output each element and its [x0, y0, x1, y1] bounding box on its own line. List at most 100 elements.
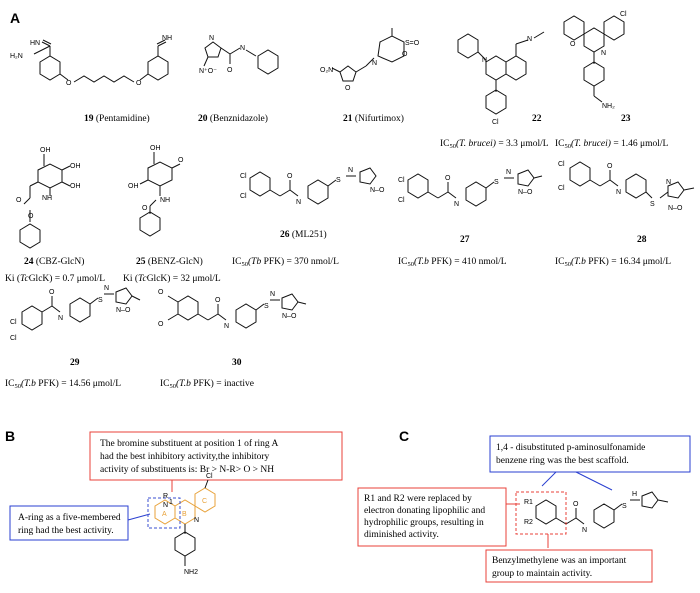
atom-nh-22: N — [527, 36, 532, 43]
panel-c-left-line-1: R1 and R2 were replaced by — [364, 494, 472, 504]
panel-c-top-line-2: benzene ring was the best scaffold. — [496, 455, 629, 466]
ic-sub-30: 50 — [170, 383, 177, 390]
ic-28: IC50(T.b PFK) = 16.34 μmol/L — [555, 256, 671, 268]
ki-val-24: GlcK) = 0.7 μmol/L — [29, 273, 106, 284]
num-28: 28 — [637, 235, 647, 245]
panel-label-a: A — [10, 10, 20, 26]
panel-b-left-box — [9, 505, 129, 541]
ic-sub-22: 50 — [450, 143, 457, 150]
atom-cl-27a: Cl — [398, 177, 405, 184]
atom-o-27: O — [445, 175, 451, 182]
name-21: (Nifurtimox) — [355, 113, 404, 124]
name-25: (BENZ-GlcN) — [148, 256, 203, 267]
ring-c-label: C — [202, 498, 207, 505]
structure-23 — [563, 15, 625, 103]
atom-cl-b: Cl — [206, 473, 213, 480]
ring-b-label: B — [182, 511, 187, 518]
ic-org-30: (T.b — [176, 378, 191, 389]
panel-b-top-line-2: had the best inhibitory activity,the inh… — [100, 452, 270, 462]
atom-oh-25b: OH — [128, 183, 139, 190]
atom-s-29: S — [98, 297, 103, 304]
panel-b-arrow-left — [127, 513, 151, 521]
atom-cl-28a: Cl — [558, 161, 565, 168]
ki-pre-24: Ki ( — [5, 273, 20, 284]
ic-29: IC50(T.b PFK) = 14.56 μmol/L — [5, 378, 121, 390]
label-24: 24 (CBZ-GlcN) — [24, 256, 84, 267]
panel-b-top-line-3: activity of substituents is: Br > N-R> O… — [100, 464, 274, 475]
panel-c-left-box — [357, 487, 507, 547]
atom-cl-22: Cl — [492, 119, 499, 126]
structure-27 — [407, 169, 543, 207]
ring-a-label: A — [162, 511, 167, 518]
panel-label-b: B — [5, 428, 15, 444]
atom-n-c: N — [582, 527, 587, 534]
structure-30 — [167, 293, 307, 329]
name-20: (Benznidazole) — [210, 113, 268, 124]
atom-npyr-b: N — [194, 517, 199, 524]
atom-o2-21: O — [402, 51, 408, 58]
atom-nh-20: N — [240, 45, 245, 52]
ic-val-22: = 3.3 μmol/L — [498, 139, 548, 149]
atom-n-27: N — [454, 201, 459, 208]
atom-s-26: S — [336, 177, 341, 184]
structure-20 — [203, 41, 279, 75]
atom-o2n-21: O₂N — [320, 67, 333, 74]
panel-c-arrow-top-1 — [541, 471, 557, 487]
panel-c-left-line-4: diminished activity. — [364, 530, 439, 540]
atom-oh-25a: OH — [150, 145, 161, 152]
atom-n-28: N — [616, 189, 621, 196]
structure-21 — [331, 28, 405, 82]
atom-cl-26a: Cl — [240, 173, 247, 180]
atom-n1-b: N — [163, 502, 168, 509]
ic-sub-26: 50 — [242, 261, 249, 268]
atom-n-29: N — [58, 315, 63, 322]
atom-no2-20: N⁺O⁻ — [199, 68, 217, 75]
panel-c-bottom-line-1: Benzylmethylene was an important — [492, 556, 627, 566]
atom-s-30: S — [264, 303, 269, 310]
atom-nh-28: N — [666, 179, 671, 186]
label-21: 21 (Nifurtimox) — [343, 113, 404, 124]
num-23: 23 — [621, 114, 631, 124]
atom-o-25: O — [178, 157, 184, 164]
atom-o-20: O — [227, 67, 233, 74]
ic-org-22: (T. brucei) — [456, 138, 496, 149]
ic-val-28: PFK) = 16.34 μmol/L — [588, 256, 671, 267]
ic-sub-28: 50 — [565, 261, 572, 268]
atom-o-21: O — [345, 85, 351, 92]
atom-nh-25: NH — [160, 197, 170, 204]
label-20: 20 (Benznidazole) — [198, 113, 268, 124]
num-25: 25 — [136, 257, 146, 267]
ic-pre-27: IC — [398, 257, 408, 267]
ic-org-26: (Tb — [248, 256, 261, 267]
panel-c-left-line-3: hydrophilic groups, resulting in — [364, 518, 484, 528]
panel-label-c: C — [399, 428, 409, 444]
atom-co-30b: O — [158, 321, 164, 328]
num-20: 20 — [198, 114, 208, 124]
atom-oh-24a: OH — [40, 147, 51, 154]
ic-23: IC50(T. brucei) = 1.46 μmol/L — [555, 138, 669, 150]
atom-n-26: N — [296, 199, 301, 206]
ic-pre-29: IC — [5, 379, 15, 389]
atom-o-26: O — [287, 173, 293, 180]
structure-28 — [569, 161, 695, 199]
ic-val-29: PFK) = 14.56 μmol/L — [38, 378, 121, 389]
panel-b-dashed-ring — [147, 497, 181, 529]
ic-pre-22: IC — [440, 139, 450, 149]
atom-one-b: 1 — [169, 499, 173, 506]
atom-h-c: H — [632, 491, 637, 498]
ic-org-23: (T. brucei) — [571, 138, 611, 149]
panel-b-left-line-1: A-ring as a five-membered — [18, 512, 121, 523]
atom-nh-19a: HN — [30, 40, 40, 47]
atom-cl-26b: Cl — [240, 193, 247, 200]
name-24: (CBZ-GlcN) — [36, 256, 85, 267]
ki-pre-25: Ki ( — [123, 273, 138, 284]
ic-sub-23: 50 — [565, 143, 572, 150]
panel-b-top-line-1: The bromine substituent at position 1 of… — [100, 438, 279, 449]
atom-o-30: O — [215, 297, 221, 304]
num-22: 22 — [532, 114, 542, 124]
atom-co-30a: O — [158, 289, 164, 296]
atom-s-28: S — [650, 201, 655, 208]
ki-val-25: GlcK) = 32 μmol/L — [147, 273, 221, 284]
atom-cl-23: Cl — [620, 11, 627, 18]
atom-o-19b: O — [136, 80, 142, 87]
